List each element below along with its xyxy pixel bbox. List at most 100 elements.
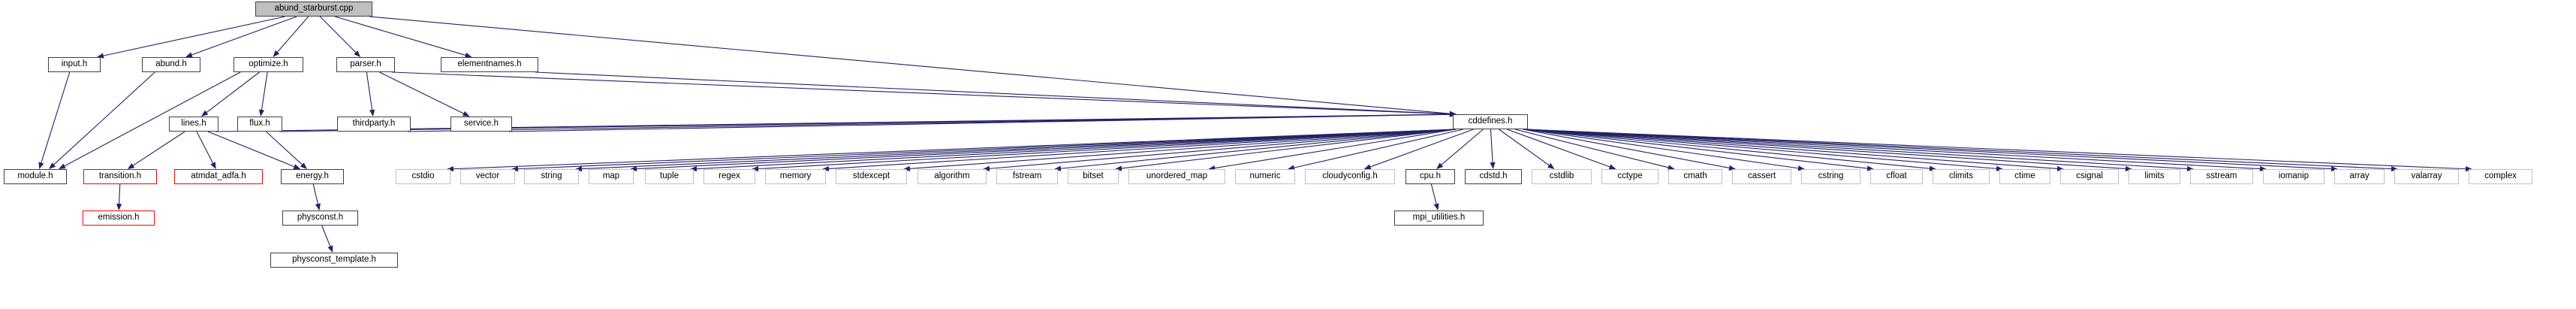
edge-cddefines-to-cfloat xyxy=(1524,129,1874,171)
graph-node-lines[interactable]: lines.h xyxy=(169,117,218,132)
graph-node-transition[interactable]: transition.h xyxy=(83,169,157,184)
graph-node-cloudyconfig[interactable]: cloudyconfig.h xyxy=(1305,169,1395,184)
edge-optimize-to-flux xyxy=(258,71,268,117)
edge-cddefines-to-string xyxy=(575,129,1457,172)
graph-node-tuple[interactable]: tuple xyxy=(645,169,694,184)
graph-node-flux[interactable]: flux.h xyxy=(237,117,282,132)
edge-lines-to-energy xyxy=(207,131,301,169)
graph-node-algorithm[interactable]: algorithm xyxy=(917,169,987,184)
graph-node-iomanip[interactable]: iomanip xyxy=(2263,169,2324,184)
graph-node-climits[interactable]: climits xyxy=(1933,169,1990,184)
edge-cddefines-to-memory xyxy=(822,129,1457,172)
edge-cddefines-to-cstdio xyxy=(447,129,1457,172)
graph-node-cstdlib[interactable]: cstdlib xyxy=(1532,169,1592,184)
edge-cddefines-to-map xyxy=(630,129,1457,172)
edge-cddefines-to-array xyxy=(1524,129,2338,172)
edge-root-to-input xyxy=(97,16,285,59)
graph-node-cddefines[interactable]: cddefines.h xyxy=(1453,114,1528,129)
edge-cddefines-to-tuple xyxy=(690,129,1457,172)
edge-thirdparty-to-cddefines xyxy=(407,111,1457,132)
edge-cddefines-to-regex xyxy=(752,129,1457,172)
edge-cddefines-to-cstdlib xyxy=(1499,129,1555,169)
graph-node-memory[interactable]: memory xyxy=(765,169,826,184)
edge-cddefines-to-sstream xyxy=(1524,129,2194,172)
edge-cddefines-to-ctime xyxy=(1524,129,2003,171)
edge-cddefines-to-algorithm xyxy=(983,129,1457,171)
edge-root-to-optimize xyxy=(273,16,309,57)
graph-node-ctime[interactable]: ctime xyxy=(1999,169,2050,184)
graph-node-complex[interactable]: complex xyxy=(2469,169,2532,184)
edge-cddefines-to-stdexcept xyxy=(903,129,1457,171)
edge-input-to-module xyxy=(38,71,71,169)
graph-node-csignal[interactable]: csignal xyxy=(2060,169,2119,184)
edge-cddefines-to-limits xyxy=(1524,129,2132,172)
graph-node-vector[interactable]: vector xyxy=(460,169,515,184)
edge-elementnames-to-cddefines xyxy=(535,71,1457,117)
graph-node-array[interactable]: array xyxy=(2334,169,2385,184)
edge-cddefines-to-numeric xyxy=(1288,129,1464,171)
edge-cddefines-to-csignal xyxy=(1524,129,2064,171)
graph-node-energy[interactable]: energy.h xyxy=(281,169,344,184)
edge-cddefines-to-bitset xyxy=(1115,129,1457,171)
graph-node-service[interactable]: service.h xyxy=(450,117,512,132)
edge-cddefines-to-cpu xyxy=(1436,129,1484,169)
edge-abund-to-module xyxy=(49,71,155,169)
edge-cddefines-to-cassert xyxy=(1523,129,1736,171)
graph-node-numeric[interactable]: numeric xyxy=(1235,169,1295,184)
graph-node-cpu[interactable]: cpu.h xyxy=(1406,169,1455,184)
graph-node-sstream[interactable]: sstream xyxy=(2190,169,2253,184)
graph-node-limits[interactable]: limits xyxy=(2129,169,2180,184)
edge-lines-to-atmdat_adfa xyxy=(196,131,216,169)
graph-node-cfloat[interactable]: cfloat xyxy=(1870,169,1923,184)
graph-node-valarray[interactable]: valarray xyxy=(2394,169,2459,184)
edge-transition-to-emission xyxy=(116,183,122,211)
edge-cddefines-to-cloudyconfig xyxy=(1363,129,1474,170)
graph-node-optimize[interactable]: optimize.h xyxy=(233,57,303,72)
graph-node-string[interactable]: string xyxy=(524,169,579,184)
graph-node-regex[interactable]: regex xyxy=(704,169,755,184)
graph-node-cstring[interactable]: cstring xyxy=(1801,169,1860,184)
graph-node-cstdio[interactable]: cstdio xyxy=(396,169,450,184)
edge-root-to-abund xyxy=(185,16,297,58)
edge-optimize-to-lines xyxy=(200,71,260,117)
graph-node-module[interactable]: module.h xyxy=(4,169,67,184)
edge-parser-to-cddefines xyxy=(391,71,1457,117)
edge-root-to-parser xyxy=(319,16,361,57)
graph-node-abund[interactable]: abund.h xyxy=(142,57,200,72)
graph-node-atmdat_adfa[interactable]: atmdat_adfa.h xyxy=(174,169,263,184)
graph-node-bitset[interactable]: bitset xyxy=(1068,169,1119,184)
graph-node-fstream[interactable]: fstream xyxy=(996,169,1058,184)
graph-node-input[interactable]: input.h xyxy=(48,57,101,72)
graph-node-physconst[interactable]: physconst.h xyxy=(282,211,358,226)
edge-cddefines-to-iomanip xyxy=(1524,129,2267,172)
graph-node-thirdparty[interactable]: thirdparty.h xyxy=(337,117,411,132)
edge-lines-to-transition xyxy=(127,131,185,169)
graph-node-cassert[interactable]: cassert xyxy=(1732,169,1791,184)
edge-cddefines-to-cstring xyxy=(1524,129,1805,171)
graph-node-cmath[interactable]: cmath xyxy=(1668,169,1722,184)
edge-energy-to-physconst xyxy=(312,183,321,211)
edge-cddefines-to-valarray xyxy=(1524,129,2398,172)
graph-node-elementnames[interactable]: elementnames.h xyxy=(441,57,538,72)
edge-parser-to-thirdparty xyxy=(366,71,375,117)
graph-node-cctype[interactable]: cctype xyxy=(1601,169,1659,184)
edge-cpu-to-mpi_utilities xyxy=(1430,183,1439,211)
edge-cddefines-to-fstream xyxy=(1054,129,1457,171)
graph-node-emission[interactable]: emission.h xyxy=(83,211,155,226)
graph-node-parser[interactable]: parser.h xyxy=(336,57,395,72)
edge-cddefines-to-unordered_map xyxy=(1208,129,1457,171)
edge-cddefines-to-vector xyxy=(511,129,1457,172)
edge-cddefines-to-cctype xyxy=(1507,129,1616,170)
graph-node-map[interactable]: map xyxy=(589,169,634,184)
graph-node-root[interactable]: abund_starburst.cpp xyxy=(255,2,372,17)
edge-cddefines-to-cdstd xyxy=(1490,129,1496,169)
graph-node-unordered_map[interactable]: unordered_map xyxy=(1128,169,1225,184)
edge-root-to-elementnames xyxy=(334,16,472,58)
graph-node-cdstd[interactable]: cdstd.h xyxy=(1465,169,1522,184)
edge-cddefines-to-complex xyxy=(1524,129,2472,172)
edge-service-to-cddefines xyxy=(508,111,1457,132)
graph-node-physconst_tpl[interactable]: physconst_template.h xyxy=(270,253,398,268)
graph-node-stdexcept[interactable]: stdexcept xyxy=(836,169,907,184)
graph-node-mpi_utilities[interactable]: mpi_utilities.h xyxy=(1394,211,1484,226)
